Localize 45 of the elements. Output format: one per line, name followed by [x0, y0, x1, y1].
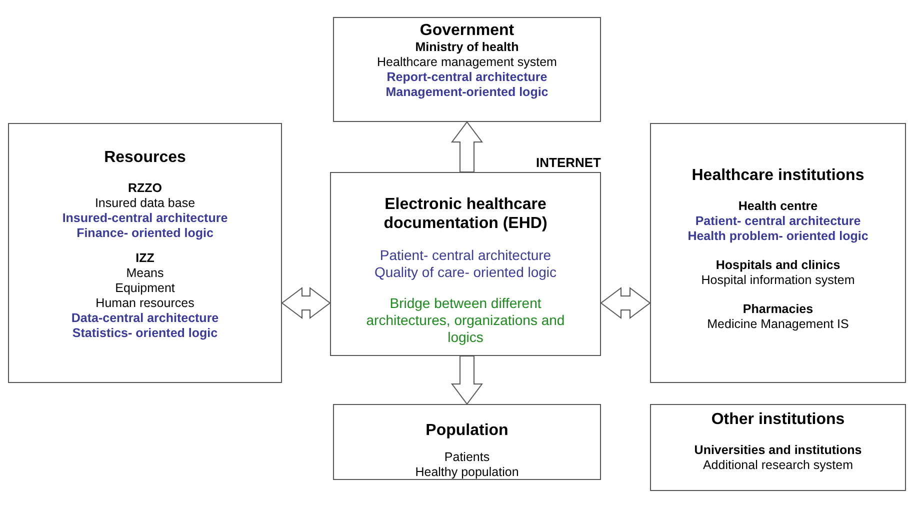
bridge-text: Bridge between different architectures, organizations and logics	[365, 294, 566, 346]
body-text: Hospital information system	[701, 273, 855, 288]
heading-text: Healthcare institutions	[692, 166, 864, 186]
property-text: Data-central architecture	[71, 311, 219, 326]
subheading-text: Ministry of health	[415, 40, 519, 56]
body-text: Additional research system	[702, 458, 854, 474]
subheading-text: Health centre	[738, 199, 818, 214]
subheading-text: IZZ	[136, 251, 154, 266]
body-text: Means	[126, 266, 164, 282]
block-arrow	[281, 287, 331, 319]
property-text: Insured-central architecture	[62, 211, 228, 226]
body-text: Equipment	[115, 281, 175, 296]
heading-text: Resources	[104, 148, 186, 168]
entity-box	[8, 123, 282, 383]
heading-text: Electronic healthcare documentation (EHD)	[382, 195, 548, 234]
property-text: Statistics- oriented logic	[72, 326, 218, 342]
entity-box	[330, 172, 601, 356]
entity-box	[333, 404, 601, 480]
property-text: Patient- central architecture	[695, 214, 861, 230]
property-text: Health problem- oriented logic	[688, 229, 868, 244]
heading-text: Population	[426, 421, 508, 440]
entity-box	[650, 123, 906, 383]
subheading-text: RZZO	[128, 181, 162, 196]
entity-box	[650, 404, 906, 491]
property-text: Finance- oriented logic	[76, 226, 214, 242]
body-text: Medicine Management IS	[707, 317, 849, 332]
property-text: Report-central architecture	[386, 70, 548, 86]
body-text: Human resources	[96, 296, 194, 312]
block-arrow	[600, 287, 651, 319]
heading-text: Other institutions	[711, 410, 845, 430]
subheading-text: Universities and institutions	[694, 443, 862, 458]
block-arrow	[451, 121, 483, 172]
body-text: Patients	[444, 450, 490, 466]
property-text: Patient- central architecture	[380, 247, 552, 264]
subheading-text: Hospitals and clinics	[716, 258, 840, 274]
property-text: Quality of care- oriented logic	[374, 264, 557, 281]
body-text: Healthcare management system	[377, 55, 557, 70]
entity-box	[333, 17, 601, 122]
block-arrow	[451, 356, 483, 405]
body-text: Insured data base	[94, 196, 196, 212]
body-text: Healthy population	[415, 465, 519, 480]
network-label: INTERNET	[536, 155, 601, 170]
property-text: Management-oriented logic	[386, 85, 548, 100]
subheading-text: Pharmacies	[742, 302, 814, 318]
heading-text: Government	[420, 21, 514, 40]
